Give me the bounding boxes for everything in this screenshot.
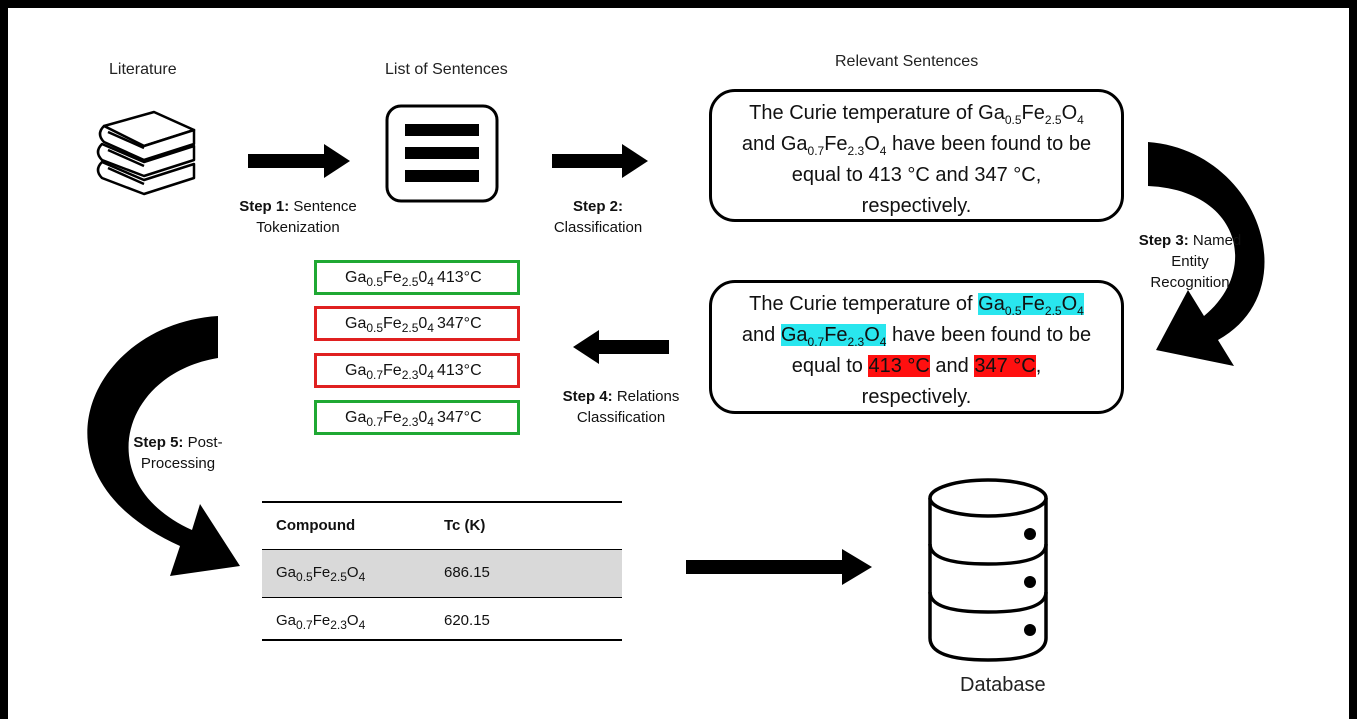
table-header-row: Compound Tc (K): [262, 503, 622, 550]
pair-temperature: 347°C: [436, 409, 482, 426]
pair-temperature: 413°C: [436, 362, 482, 379]
step1-label: Step 1: Sentence Tokenization: [239, 198, 357, 236]
diagram-frame: Literature List of Sentences Relevant Se…: [8, 8, 1349, 719]
ner-sentence-box: The Curie temperature of Ga0.5Fe2.5O4 an…: [709, 280, 1124, 414]
arrow-to-database-icon: [686, 549, 872, 585]
arrow-step1-icon: [248, 144, 350, 178]
step4-label: Step 4: Relations Classification: [562, 388, 680, 426]
tc-value: 620.15: [444, 612, 490, 629]
results-table: Compound Tc (K) Ga0.5Fe2.5O4 686.15 Ga0.…: [262, 501, 622, 641]
table-header: Tc (K): [444, 517, 486, 534]
sentences-title: List of Sentences: [385, 61, 508, 78]
pair-temperature: 413°C: [436, 269, 482, 286]
compound-entity: Ga0.5Fe2.5O4: [978, 293, 1084, 318]
table-row: Ga0.5Fe2.5O4 686.15: [262, 550, 622, 597]
table-header: Compound: [276, 517, 356, 534]
pair-temperature: 347°C: [436, 315, 482, 332]
relevant-sentence-box: The Curie temperature of Ga0.5Fe2.5O4 an…: [709, 89, 1124, 222]
compound-entity: Ga0.7Fe2.3O4: [780, 324, 887, 349]
list-of-sentences-icon: [385, 104, 499, 203]
step2-label: Step 2: Classification: [553, 198, 643, 236]
books-icon: [96, 110, 196, 196]
temperature-entity: 347 °C: [974, 355, 1036, 377]
temperature-entity: 413 °C: [868, 355, 930, 377]
step5-label: Step 5: Post- Processing: [133, 434, 223, 472]
curved-arrow-step3-icon: [1148, 142, 1265, 366]
arrow-step4-icon: [573, 330, 669, 364]
literature-title: Literature: [109, 61, 177, 78]
step3-label: Step 3: Named Entity Recognition: [1138, 232, 1242, 291]
tc-value: 686.15: [444, 564, 490, 581]
database-icon: [928, 478, 1048, 662]
database-title: Database: [960, 674, 1046, 696]
curved-arrow-step5-icon: [87, 316, 240, 576]
arrow-step2-icon: [552, 144, 648, 178]
relevant-title: Relevant Sentences: [835, 53, 979, 70]
table-row: Ga0.7Fe2.3O4 620.15: [276, 612, 490, 632]
